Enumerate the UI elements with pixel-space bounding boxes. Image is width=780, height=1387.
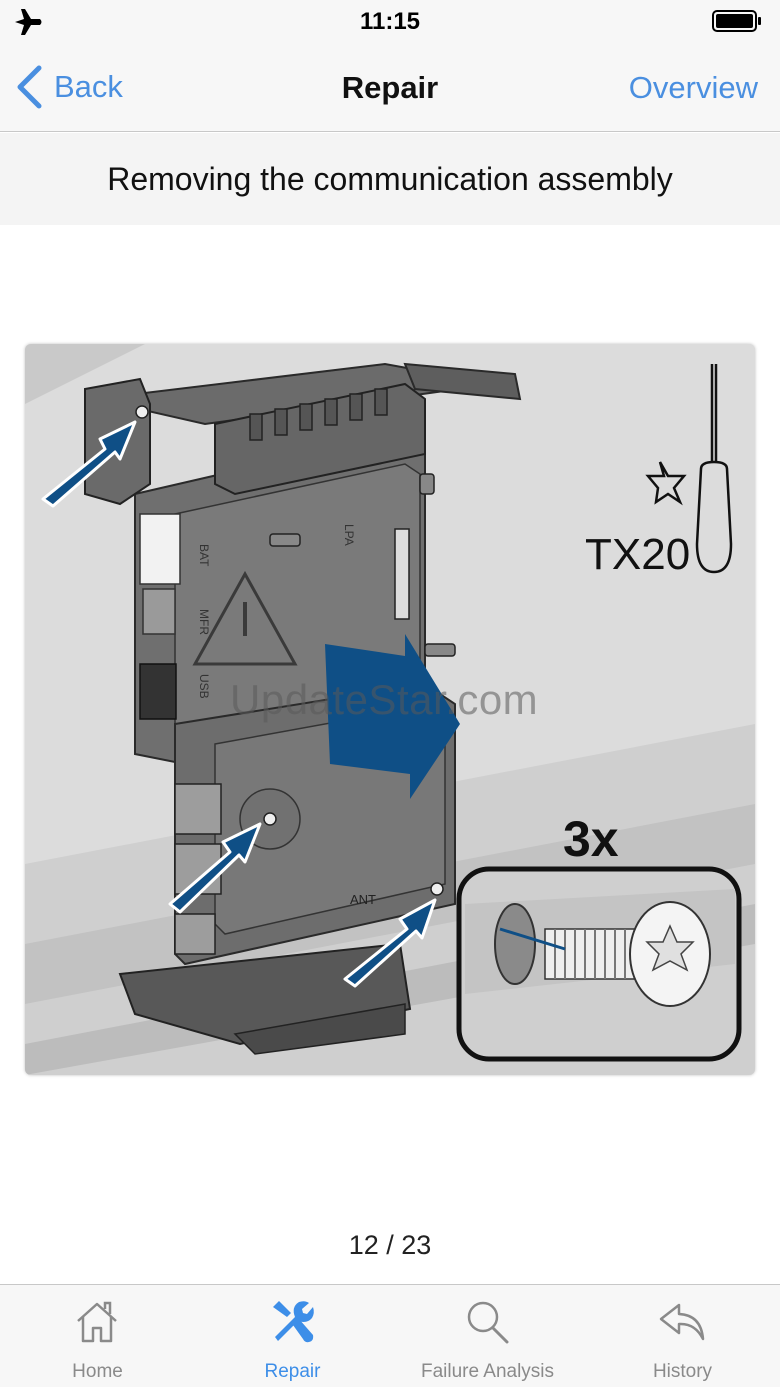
- tab-home[interactable]: Home: [0, 1285, 195, 1387]
- tab-failure-analysis-label: Failure Analysis: [420, 1361, 555, 1382]
- tab-home-label: Home: [72, 1361, 123, 1382]
- magnifier-icon: [467, 1301, 509, 1344]
- tab-repair-label: Repair: [264, 1361, 321, 1382]
- status-bar: 11:15: [0, 0, 780, 44]
- navigation-bar: Back Repair Overview: [0, 44, 780, 132]
- page-indicator: 12 / 23: [348, 1230, 432, 1260]
- repair-tools-icon: [273, 1301, 314, 1343]
- svg-text:USB: USB: [197, 674, 211, 699]
- step-title: Removing the communication assembly: [107, 161, 673, 197]
- torx-star-icon: [645, 461, 687, 506]
- tool-label: TX20: [585, 530, 690, 579]
- step-header: Removing the communication assembly: [0, 133, 780, 225]
- svg-text:BAT: BAT: [197, 544, 211, 567]
- tab-failure-analysis[interactable]: Failure Analysis: [390, 1285, 585, 1387]
- screwdriver-icon: [695, 364, 733, 574]
- multiplier-label: 3x: [563, 811, 619, 867]
- pointer-arrow-icon: [41, 420, 437, 988]
- tab-history[interactable]: History: [585, 1285, 780, 1387]
- watermark: UpdateStar.com: [230, 676, 539, 723]
- illustration-canvas: BAT MFR USB LPA ANT: [25, 344, 755, 1075]
- history-icon: [659, 1303, 705, 1341]
- direction-arrow-icon: [325, 634, 460, 799]
- chevron-left-icon: [17, 65, 42, 109]
- svg-text:MFR: MFR: [197, 609, 211, 635]
- status-time: 11:15: [359, 8, 421, 35]
- tab-history-label: History: [652, 1361, 713, 1382]
- svg-text:LPA: LPA: [342, 524, 356, 546]
- repair-illustration: BAT MFR USB LPA ANT: [25, 344, 755, 1075]
- tab-repair[interactable]: Repair: [195, 1285, 390, 1387]
- home-icon: [77, 1301, 117, 1343]
- tab-bar: Home Repair Failure Analysis History: [0, 1284, 780, 1387]
- back-label: Back: [54, 69, 123, 104]
- svg-text:ANT: ANT: [350, 892, 376, 907]
- airplane-icon: [15, 9, 42, 35]
- battery-icon: [712, 10, 761, 32]
- screw-icon: [544, 901, 711, 1007]
- back-button[interactable]: Back: [14, 62, 123, 112]
- overview-button[interactable]: Overview: [628, 70, 758, 105]
